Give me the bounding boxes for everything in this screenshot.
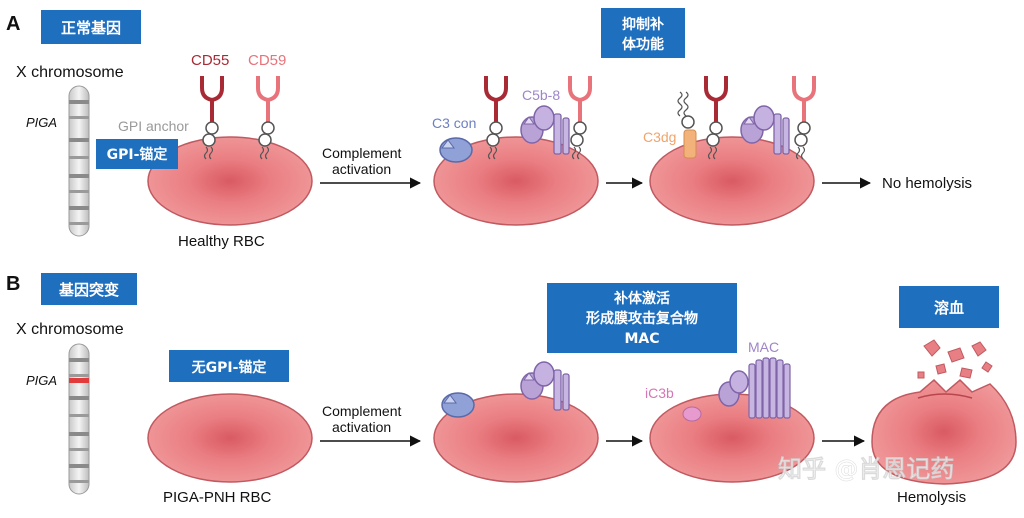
complement-label-a-2: activation bbox=[332, 161, 391, 177]
pnh-rbc-label: PIGA-PNH RBC bbox=[163, 489, 272, 506]
chromosome-label-b: X chromosome bbox=[16, 321, 124, 338]
badge-gene-mutation-text: 基因突变 bbox=[58, 281, 119, 299]
panel-a-letter: A bbox=[6, 13, 20, 35]
cd59-receptor-icon-2 bbox=[568, 74, 592, 161]
complement-label-a-1: Complement bbox=[322, 145, 401, 161]
watermark-text: 知乎 @肖恩记药 bbox=[778, 455, 954, 483]
chromosome-label-a: X chromosome bbox=[16, 64, 124, 81]
mac-complex-icon bbox=[718, 357, 791, 419]
healthy-rbc-label: Healthy RBC bbox=[178, 233, 265, 250]
badge-gpi-anchored: GPI-锚定 bbox=[96, 139, 178, 169]
cd55-label: CD55 bbox=[191, 52, 229, 69]
rbc-protected-a bbox=[649, 136, 815, 226]
badge-complement-activation: 补体激活 形成膜攻击复合物 MAC bbox=[547, 283, 737, 353]
ic3b-label: iC3b bbox=[645, 385, 674, 401]
badge-normal-gene-text: 正常基因 bbox=[61, 19, 121, 37]
pnh-rbc-cell bbox=[147, 393, 313, 483]
c5b8-label: C5b-8 bbox=[522, 87, 560, 103]
gpi-tail-icon bbox=[677, 91, 695, 129]
gene-label-b: PIGA bbox=[26, 373, 57, 388]
badge-no-gpi-text: 无GPI-锚定 bbox=[191, 359, 267, 376]
rbc-complement-a bbox=[433, 136, 599, 226]
activate-line-1: 补体激活 bbox=[613, 290, 670, 307]
chromosome-icon-a bbox=[68, 85, 90, 237]
c3-convertase-icon-b bbox=[441, 392, 475, 418]
panel-b: B 基因突变 X chromosome PIGA 无GPI-锚定 PIGA-PN… bbox=[6, 273, 1017, 506]
hemolysis-label: Hemolysis bbox=[897, 489, 966, 506]
badge-inhibit-complement: 抑制补 体功能 bbox=[601, 8, 685, 58]
panel-b-letter: B bbox=[6, 273, 20, 295]
c3-convertase-icon bbox=[439, 137, 473, 163]
badge-gene-mutation: 基因突变 bbox=[41, 273, 137, 305]
badge-hemolysis: 溶血 bbox=[899, 286, 999, 328]
activate-line-2: 形成膜攻击复合物 bbox=[586, 310, 698, 327]
ic3b-fragment-icon bbox=[682, 406, 702, 422]
c3dg-label: C3dg bbox=[643, 129, 676, 145]
lysed-rbc-cell bbox=[871, 378, 1017, 485]
inhibit-line-2: 体功能 bbox=[622, 36, 664, 53]
gpi-anchor-label: GPI anchor bbox=[118, 118, 189, 134]
inhibit-line-1: 抑制补 bbox=[622, 16, 664, 33]
mac-label: MAC bbox=[748, 339, 779, 355]
badge-normal-gene: 正常基因 bbox=[41, 10, 141, 44]
cd59-label: CD59 bbox=[248, 52, 286, 69]
rbc-complement-b bbox=[433, 393, 599, 483]
badge-gpi-anchored-text: GPI-锚定 bbox=[107, 146, 168, 163]
healthy-rbc-cell bbox=[147, 136, 313, 226]
panel-a: A 正常基因 X chromosome PIGA CD55 CD59 GPI a… bbox=[6, 8, 972, 250]
chromosome-icon-b bbox=[68, 343, 90, 495]
complement-label-b-1: Complement bbox=[322, 403, 401, 419]
activate-line-3: MAC bbox=[624, 331, 659, 347]
c3dg-fragment-icon bbox=[683, 129, 697, 159]
gene-label-a: PIGA bbox=[26, 115, 57, 130]
badge-no-gpi: 无GPI-锚定 bbox=[169, 350, 289, 382]
cell-fragments-icon bbox=[917, 339, 993, 379]
cd59-receptor-icon-3 bbox=[792, 74, 816, 161]
c3con-label: C3 con bbox=[432, 115, 476, 131]
complement-label-b-2: activation bbox=[332, 419, 391, 435]
no-hemolysis-label: No hemolysis bbox=[882, 175, 972, 192]
badge-hemolysis-text: 溶血 bbox=[934, 299, 964, 317]
